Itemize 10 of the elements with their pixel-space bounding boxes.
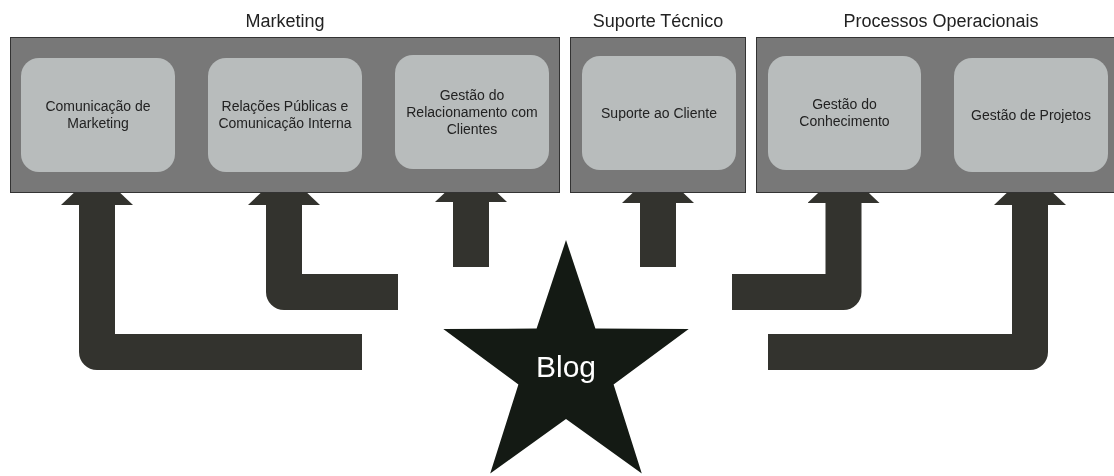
star-label: Blog <box>534 352 597 382</box>
group-heading: Marketing <box>244 10 326 33</box>
process-box: Gestão de Projetos <box>954 58 1108 172</box>
process-box: Relações Públicas e Comunicação Interna <box>208 58 362 172</box>
process-box: Comunicação de Marketing <box>21 58 175 172</box>
process-box: Gestão do Relacionamento com Clientes <box>395 55 549 169</box>
group-heading: Suporte Técnico <box>591 10 725 33</box>
group-heading: Processos Operacionais <box>842 10 1040 33</box>
process-box: Gestão do Conhecimento <box>768 56 921 170</box>
process-box: Suporte ao Cliente <box>582 56 736 170</box>
